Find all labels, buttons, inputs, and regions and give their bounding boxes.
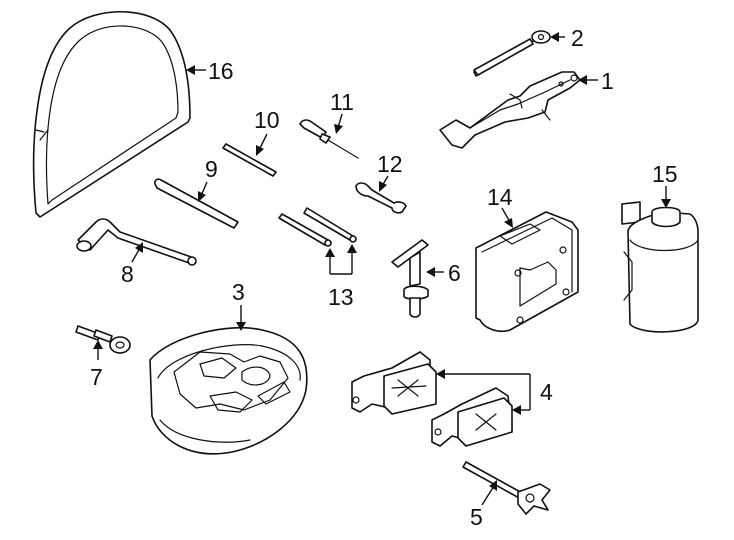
part-5-hook-tool — [462, 461, 551, 515]
part-8-lug-wrench — [76, 218, 197, 266]
part-14-module-box — [475, 211, 579, 333]
part-3-foam-tray — [149, 326, 308, 455]
part-6-t-handle-bolt — [391, 239, 429, 318]
part-7-valve-tool — [75, 325, 131, 354]
callout-8: 8 — [121, 261, 134, 287]
callout-7: 7 — [90, 364, 103, 390]
part-1-jack — [439, 71, 581, 149]
part-11-screwdriver — [299, 119, 359, 159]
callout-12: 12 — [377, 151, 403, 177]
part-12-wrench — [355, 182, 407, 214]
part-15-sealant-bottle — [621, 201, 699, 333]
part-2-jack-handle — [473, 30, 551, 77]
part-16-tire-cover — [32, 11, 191, 218]
callout-10: 10 — [254, 107, 280, 133]
part-9-bar — [154, 178, 239, 229]
callout-1: 1 — [601, 68, 614, 94]
part-4-brackets — [351, 351, 513, 447]
callout-16: 16 — [208, 58, 234, 84]
leader-lines — [93, 32, 671, 506]
callout-3: 3 — [232, 279, 245, 305]
callout-labels: 1 2 3 4 5 6 7 8 9 10 11 12 13 14 15 16 — [90, 25, 678, 530]
part-13-extension-rods — [278, 207, 357, 247]
part-10-rod — [222, 143, 277, 177]
callout-6: 6 — [448, 260, 461, 286]
callout-4: 4 — [540, 379, 553, 405]
callout-13: 13 — [328, 284, 354, 310]
callout-11: 11 — [330, 89, 354, 115]
callout-2: 2 — [571, 25, 584, 51]
callout-9: 9 — [205, 156, 218, 182]
callout-14: 14 — [487, 184, 513, 210]
callout-15: 15 — [652, 161, 678, 187]
callout-5: 5 — [470, 504, 483, 530]
